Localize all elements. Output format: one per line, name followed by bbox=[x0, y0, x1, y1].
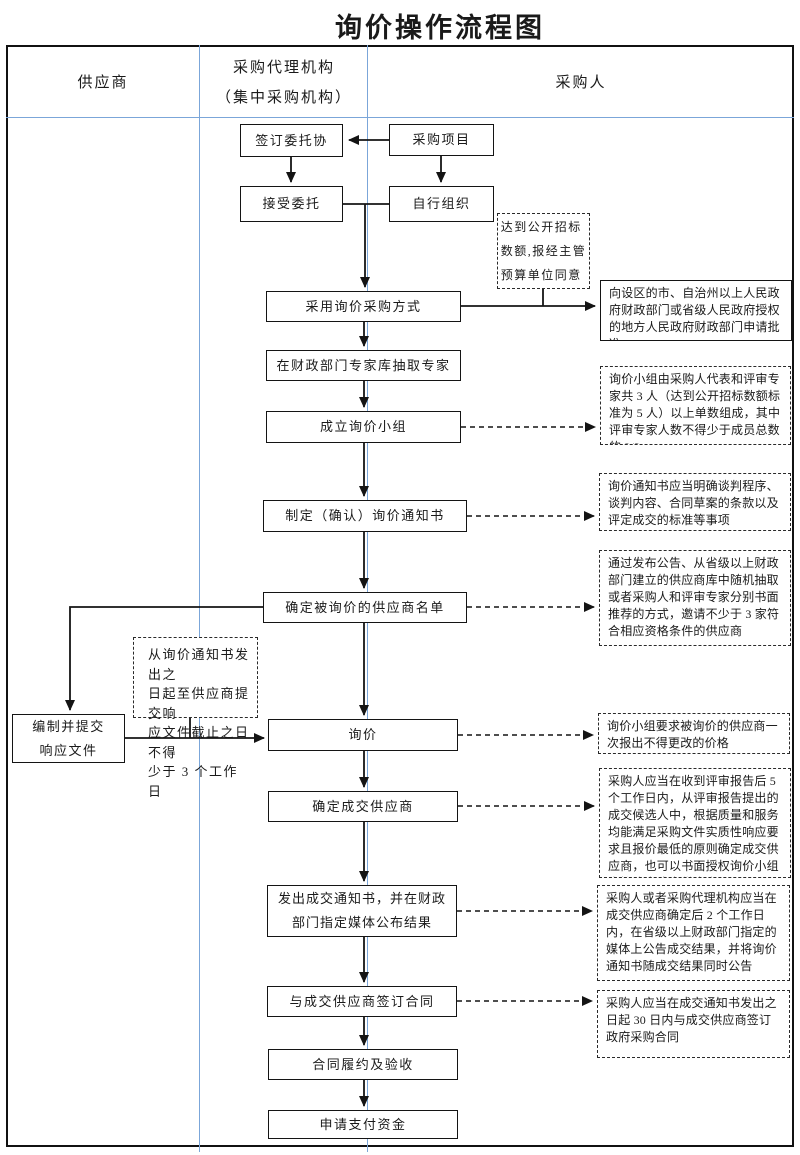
node-sign-contract: 与成交供应商签订合同 bbox=[267, 986, 457, 1017]
annotation-one-time-quote: 询价小组要求被询价的供应商一次报出不得更改的价格 bbox=[598, 713, 790, 754]
node-procurement-project: 采购项目 bbox=[389, 124, 494, 156]
node-draw-experts: 在财政部门专家库抽取专家 bbox=[266, 350, 461, 381]
annotation-contract-deadline: 采购人应当在成交通知书发出之日起 30 日内与成交供应商签订政府采购合同 bbox=[597, 990, 790, 1058]
lane-header-divider bbox=[6, 117, 794, 118]
annotation-deal-determination: 采购人应当在收到评审报告后 5 个工作日内，从评审报告提出的成交候选人中，根据质… bbox=[599, 768, 791, 878]
node-determine-supplier-list: 确定被询价的供应商名单 bbox=[263, 592, 467, 623]
node-prepare-response: 编制并提交 响应文件 bbox=[12, 714, 125, 763]
node-make-inquiry-notice: 制定（确认）询价通知书 bbox=[263, 500, 467, 532]
diagram-frame bbox=[6, 45, 794, 1147]
node-issue-deal-notice: 发出成交通知书，并在财政部门指定媒体公布结果 bbox=[267, 885, 457, 937]
lane-divider-supplier-agency bbox=[199, 45, 200, 1152]
node-determine-deal-supplier: 确定成交供应商 bbox=[268, 791, 458, 822]
note-response-deadline: 从询价通知书发出之 日起至供应商提交响 应文件截止之日不得 少于 3 个工作日 bbox=[133, 637, 258, 799]
note-open-tender-threshold: 达到公开招标 数额,报经主管 预算单位同意 bbox=[497, 213, 590, 289]
node-accept-entrustment: 接受委托 bbox=[240, 186, 343, 222]
node-inquiry: 询价 bbox=[268, 719, 458, 751]
annotation-approval: 向设区的市、自治州以上人民政府财政部门或省级人民政府授权的地方人民政府财政部门申… bbox=[600, 280, 792, 341]
annotation-result-announcement: 采购人或者采购代理机构应当在成交供应商确定后 2 个工作日内，在省级以上财政部门… bbox=[597, 885, 790, 981]
page-title: 询价操作流程图 bbox=[335, 13, 545, 43]
node-adopt-inquiry-method: 采用询价采购方式 bbox=[266, 291, 461, 322]
node-self-organize: 自行组织 bbox=[389, 186, 494, 222]
node-sign-agreement: 签订委托协 bbox=[240, 124, 343, 157]
annotation-supplier-selection: 通过发布公告、从省级以上财政部门建立的供应商库中随机抽取或者采购人和评审专家分别… bbox=[599, 550, 791, 646]
lane-label-agency: 采购代理机构 （集中采购机构） bbox=[215, 60, 353, 106]
lane-label-supplier: 供应商 bbox=[77, 75, 129, 91]
annotation-team-composition: 询价小组由采购人代表和评审专家共 3 人（达到公开招标数额标准为 5 人）以上单… bbox=[600, 366, 791, 445]
annotation-notice-requirements: 询价通知书应当明确谈判程序、谈判内容、合同草案的条款以及评定成交的标准等事项 bbox=[599, 473, 791, 531]
node-apply-payment: 申请支付资金 bbox=[268, 1110, 458, 1139]
node-contract-performance: 合同履约及验收 bbox=[268, 1049, 458, 1080]
node-form-inquiry-team: 成立询价小组 bbox=[266, 411, 461, 443]
arrow-list-to-prepare-response bbox=[65, 606, 263, 711]
lane-label-purchaser: 采购人 bbox=[555, 75, 607, 91]
